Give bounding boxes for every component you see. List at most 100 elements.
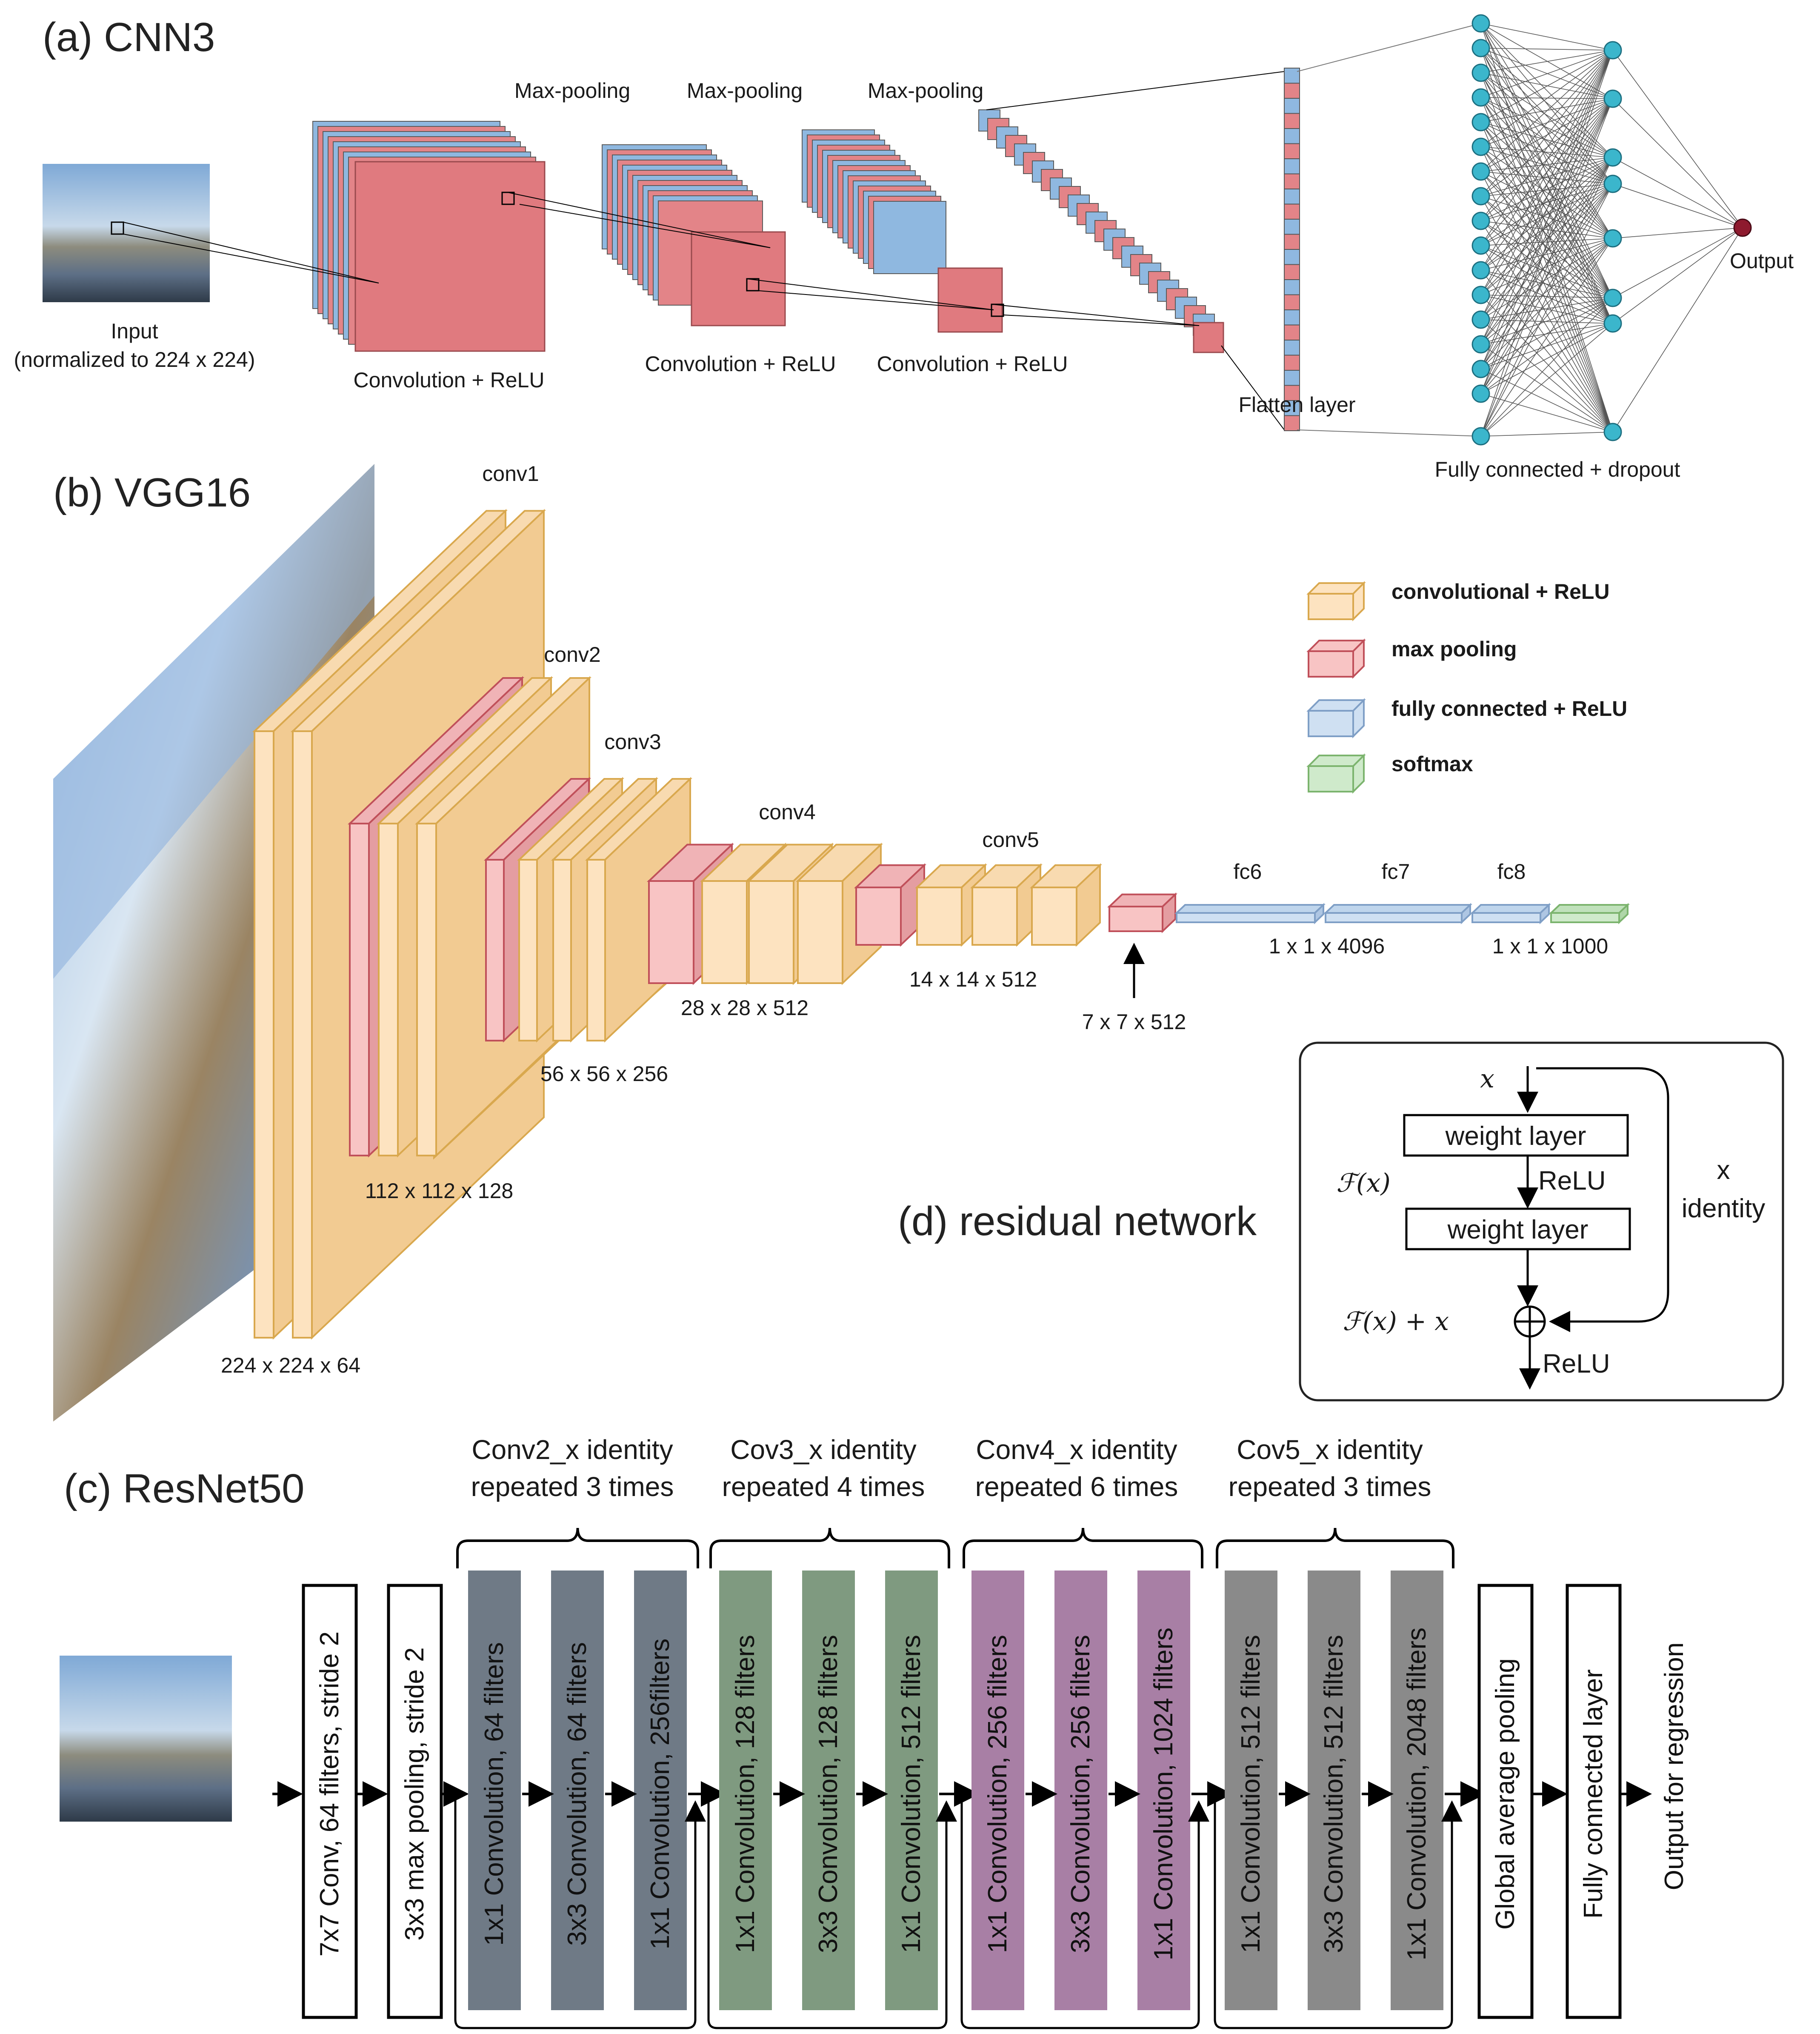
- legend-swatch: [1308, 593, 1354, 620]
- fc7-layer-top: [1323, 904, 1473, 914]
- fc-edge: [1480, 50, 1613, 246]
- panel-b-title: (b) VGG16: [53, 470, 251, 515]
- fc-edge: [1480, 238, 1613, 345]
- fc-edge: [1480, 183, 1613, 221]
- group3-brace: [963, 1528, 1203, 1568]
- resnet-pipeline: 7x7 Conv, 64 filters, stride 2 3x3 max po…: [272, 1434, 1689, 2029]
- fc-edge: [1480, 220, 1613, 324]
- softmax-layer-top: [1549, 904, 1630, 914]
- head-block-1: Global average pooling: [1477, 1584, 1534, 2019]
- panel-a-cnn3: (a) CNN3 Input (normalized to 224 x 224)…: [14, 14, 1794, 481]
- fc8-layer: [1471, 912, 1541, 923]
- fc-edge: [1480, 146, 1613, 239]
- group1-block3: 1x1 Convolution, 256filters: [634, 1571, 687, 2010]
- conv-stack-1: [312, 121, 546, 352]
- vgg-conv3-label: conv3: [604, 730, 661, 754]
- flatten-unit: [1284, 189, 1300, 205]
- feature-map-front: [354, 161, 546, 352]
- fc-edge: [1480, 50, 1613, 123]
- neuron: [1603, 148, 1622, 167]
- stem-block-2: 3x3 max pooling, stride 2: [387, 1584, 443, 2019]
- group2-skip: [707, 1794, 957, 2029]
- weight-layer-2: [1405, 1207, 1631, 1250]
- flatten-unit: [1284, 415, 1300, 431]
- head-block-2-rect: [1566, 1584, 1622, 2019]
- flatten-unit: [1284, 128, 1300, 144]
- vgg-fc7-label: fc7: [1382, 860, 1410, 884]
- legend-label: softmax: [1391, 752, 1473, 776]
- fc-edge: [1480, 157, 1613, 345]
- fc-edge: [1480, 298, 1613, 437]
- fc-edge: [1480, 220, 1613, 239]
- vgg-fc6-label: fc6: [1234, 860, 1262, 884]
- fc-edge: [1480, 98, 1613, 369]
- legend-label: max pooling: [1391, 637, 1517, 661]
- fc-edge: [1480, 298, 1613, 394]
- fc-edge: [1480, 48, 1613, 51]
- weight-layer-1-label: weight layer: [1445, 1121, 1586, 1151]
- fc-edge: [1480, 183, 1613, 295]
- neuron: [1471, 261, 1490, 280]
- fc-edge: [1612, 50, 1743, 228]
- fc-edge: [1480, 157, 1613, 437]
- group1-head-line2: repeated 3 times: [471, 1471, 674, 1502]
- fc-edge: [1480, 183, 1613, 394]
- fc-edge: [1480, 295, 1613, 324]
- group2-block1-label: 1x1 Convolution, 128 filters: [731, 1635, 760, 1953]
- fc6-layer-top: [1174, 904, 1326, 914]
- fc-edge: [1480, 323, 1613, 345]
- fc-edge: [1480, 50, 1613, 147]
- pool1-label: Max-pooling: [514, 79, 630, 103]
- group4-block1-rect: [1225, 1571, 1277, 2010]
- fc-edge: [1480, 270, 1613, 432]
- fc-edge: [1480, 50, 1613, 98]
- flatten-unit: [1284, 68, 1300, 84]
- panel-c-title: (c) ResNet50: [64, 1466, 305, 1511]
- group4-head-line1: Cov5_x identity: [1237, 1434, 1423, 1465]
- conv3-pool: [485, 859, 505, 1041]
- side-identity-label: identity: [1682, 1194, 1765, 1223]
- output-regression-label: Output for regression: [1660, 1642, 1689, 1890]
- fc-edge: [1480, 238, 1613, 437]
- fc-edge: [1480, 432, 1613, 437]
- conv4-layer-c: [797, 880, 843, 984]
- fc-edge: [1480, 50, 1613, 197]
- flatten-unit: [1284, 203, 1300, 220]
- group1-block1-rect: [468, 1571, 521, 2010]
- fc-edge: [1480, 23, 1613, 51]
- legend-swatch: [1308, 765, 1354, 792]
- group1-block2-rect: [551, 1571, 604, 2010]
- group1-head-line1: Conv2_x identity: [471, 1434, 673, 1465]
- vgg-conv1-label: conv1: [482, 462, 539, 486]
- conv5-pool: [855, 887, 902, 946]
- fc-edge: [1480, 157, 1613, 197]
- fc-edge: [1480, 196, 1613, 324]
- panel-d-title: (d) residual network: [898, 1199, 1257, 1244]
- group2-block2-label: 3x3 Convolution, 128 filters: [814, 1635, 843, 1953]
- flatten-unit: [1284, 234, 1300, 250]
- fc-edge: [1480, 183, 1613, 246]
- flatten-unit: [1284, 264, 1300, 280]
- flatten-unit: [1284, 113, 1300, 129]
- group1-block1: 1x1 Convolution, 64 filters: [468, 1571, 521, 2010]
- conv5-layer-b: [971, 887, 1018, 946]
- weight-layer-2-label: weight layer: [1447, 1215, 1589, 1244]
- neuron: [1603, 314, 1622, 333]
- stem-block-1-label: 7x7 Conv, 64 filters, stride 2: [315, 1631, 344, 1957]
- neuron: [1471, 310, 1490, 329]
- dim-7: 7 x 7 x 512: [1082, 1010, 1186, 1034]
- fc6-layer: [1176, 912, 1316, 923]
- flatten-unit: [1284, 219, 1300, 235]
- conv2-layer-b: [416, 823, 437, 1156]
- fc-edge: [1480, 23, 1613, 184]
- flatten-unit: [1284, 83, 1300, 99]
- conv4-pool: [648, 880, 694, 984]
- fc-edge: [1480, 183, 1613, 437]
- fc-edge: [1480, 238, 1613, 246]
- output-neuron: [1733, 218, 1752, 237]
- pool5: [1109, 906, 1163, 932]
- group2-block3-label: 1x1 Convolution, 512 filters: [897, 1635, 926, 1953]
- fc-edge: [1480, 157, 1613, 172]
- conv-stack-2: [602, 144, 786, 326]
